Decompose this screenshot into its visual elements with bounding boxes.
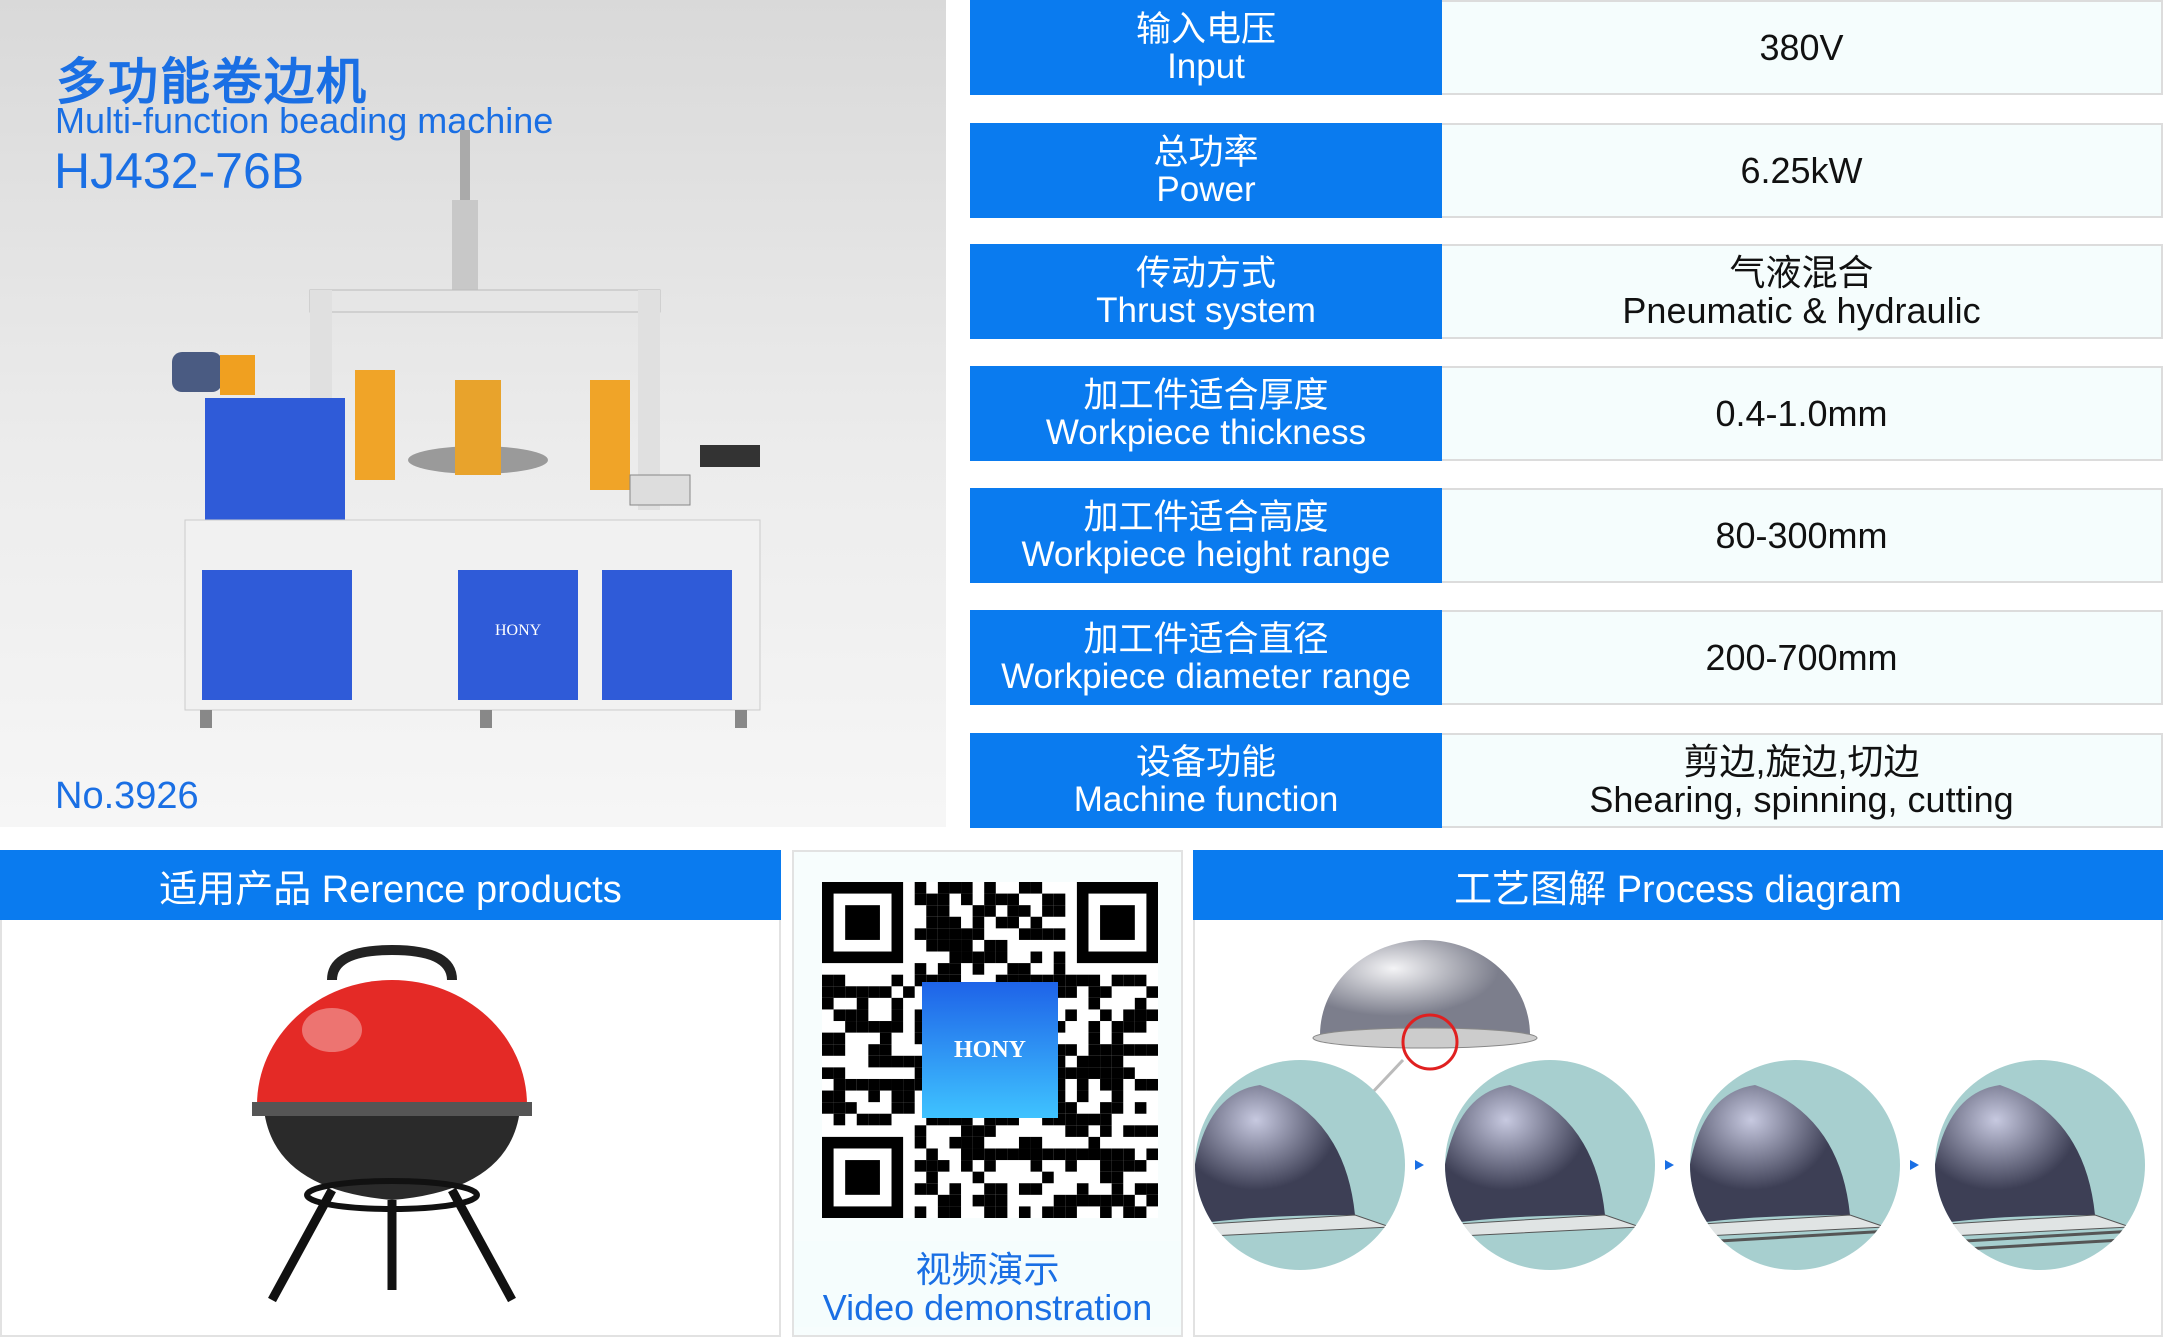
machine-brand-label: HONY xyxy=(495,622,542,639)
video-demo-panel: HONY 视频演示 Video demonstration xyxy=(792,850,1183,1337)
arrow-icon xyxy=(1415,1160,1424,1170)
spec-value-text: 0.4-1.0mm xyxy=(1715,392,1888,434)
spec-value-text: Shearing, spinning, cutting xyxy=(1589,778,2014,820)
spec-value-text: Pneumatic & hydraulic xyxy=(1622,289,1981,331)
spec-value: 380V xyxy=(1442,0,2163,95)
spec-value-text: 200-700mm xyxy=(1705,636,1898,678)
model-number: HJ432-76B xyxy=(54,143,305,199)
spec-value: 6.25kW xyxy=(1442,123,2163,218)
spec-label-en: Power xyxy=(1156,169,1256,209)
process-step xyxy=(1935,1060,2145,1270)
process-diagram-panel: 工艺图解 Process diagram xyxy=(1193,850,2163,1337)
grill-image xyxy=(252,944,532,1303)
reference-products-header: 适用产品 Rerence products xyxy=(0,850,781,920)
video-caption-cn: 视频演示 xyxy=(915,1249,1060,1290)
video-caption-en: Video demonstration xyxy=(822,1287,1153,1328)
reference-products-panel: 适用产品 Rerence products xyxy=(0,850,781,1337)
machine-hero: 多功能卷边机 Multi-function beading machine HJ… xyxy=(0,0,946,827)
spec-label-cn: 输入电压 xyxy=(1135,9,1276,49)
spec-value: 200-700mm xyxy=(1442,610,2163,705)
machine-image: HONY xyxy=(172,130,761,728)
spec-value-text: 6.25kW xyxy=(1740,149,1863,191)
spec-label-en: Machine function xyxy=(1073,779,1339,819)
spec-label-en: Workpiece height range xyxy=(1021,534,1391,574)
arrow-icon xyxy=(1910,1160,1919,1170)
spec-label-cn: 加工件适合高度 xyxy=(1083,497,1329,537)
spec-label-cn: 总功率 xyxy=(1153,132,1259,172)
title-cn: 多功能卷边机 xyxy=(56,54,368,110)
process-diagram-header: 工艺图解 Process diagram xyxy=(1193,850,2163,920)
spec-label-cn: 设备功能 xyxy=(1135,742,1276,782)
hony-logo: HONY xyxy=(922,982,1058,1118)
spec-label-cn: 加工件适合厚度 xyxy=(1083,375,1329,415)
spec-label-cn: 加工件适合直径 xyxy=(1083,619,1329,659)
spec-label-cn: 传动方式 xyxy=(1135,253,1276,293)
spec-value-text: 380V xyxy=(1759,26,1844,68)
spec-value: 80-300mm xyxy=(1442,488,2163,583)
process-diagram xyxy=(1195,940,2145,1270)
spec-label-en: Workpiece thickness xyxy=(1045,412,1367,452)
video-caption: 视频演示 Video demonstration xyxy=(794,1241,1181,1327)
spec-value-cn: 剪边,旋边,切边 xyxy=(1683,740,1920,782)
spec-label-en: Thrust system xyxy=(1096,290,1316,330)
spec-label-en: Input xyxy=(1167,46,1245,86)
arrow-icon xyxy=(1665,1160,1674,1170)
spec-value-cn: 气液混合 xyxy=(1729,251,1874,293)
process-step xyxy=(1445,1060,1655,1270)
spec-value-text: 80-300mm xyxy=(1715,514,1888,556)
title-en: Multi-function beading machine xyxy=(55,100,554,141)
spec-value: 0.4-1.0mm xyxy=(1442,366,2163,461)
process-step xyxy=(1690,1060,1900,1270)
spec-label-en: Workpiece diameter range xyxy=(1001,656,1411,696)
process-step xyxy=(1195,1060,1405,1270)
machine-serial: No.3926 xyxy=(55,775,199,817)
